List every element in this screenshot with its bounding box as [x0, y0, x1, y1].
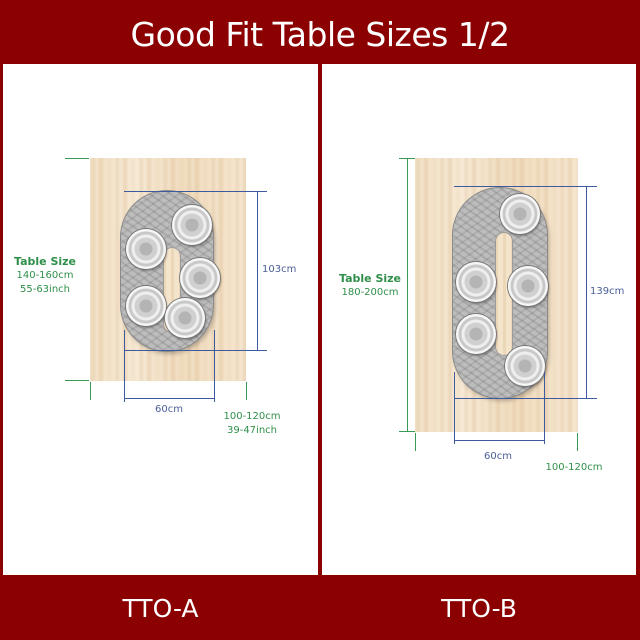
dimension-line — [454, 372, 455, 444]
model-label-tto-a: TTO-A — [122, 593, 199, 623]
table-width-block: 100-120cm 39-47inch — [217, 410, 287, 438]
table-width-inch: 39-47inch — [226, 425, 277, 436]
dimension-line — [214, 330, 215, 402]
cup-holder — [180, 258, 220, 298]
product-length-label: 103cm — [262, 264, 297, 275]
table-dimension-line — [65, 158, 89, 159]
dimension-line — [454, 440, 545, 441]
table-width-cm: 100-120cm — [223, 411, 281, 422]
table-dimension-line — [246, 382, 247, 400]
table-length-cm: 140-160cm — [16, 270, 74, 281]
dimension-line — [454, 186, 597, 187]
panel-tto-b: 139cm 60cm Table Size 180-200cm 100-120c… — [322, 64, 636, 575]
cup-holder — [126, 286, 166, 326]
table-length-cm: 180-200cm — [341, 287, 399, 298]
cup-holder — [456, 314, 496, 354]
product-width-label: 60cm — [484, 451, 512, 462]
cup-holder — [456, 262, 496, 302]
cup-holder — [172, 205, 212, 245]
table-size-heading: Table Size — [14, 255, 76, 268]
product-length-label: 139cm — [590, 286, 625, 297]
table-dimension-line — [407, 158, 408, 432]
cup-holder — [126, 229, 166, 269]
dimension-line — [257, 191, 258, 351]
dimension-line — [124, 191, 267, 192]
tray-center-slot — [495, 232, 513, 356]
cup-holder — [500, 194, 540, 234]
dimension-line — [124, 350, 267, 351]
table-dimension-line — [415, 433, 416, 451]
table-size-block: Table Size 180-200cm — [334, 272, 406, 300]
dimension-line — [544, 372, 545, 444]
table-width-block: 100-120cm — [538, 461, 610, 475]
dimension-line — [124, 330, 125, 402]
cup-holder — [505, 346, 545, 386]
page-title: Good Fit Table Sizes 1/2 — [130, 14, 510, 54]
dimension-line — [124, 398, 215, 399]
table-length-inch: 55-63inch — [19, 284, 70, 295]
cup-holder — [165, 298, 205, 338]
table-dimension-line — [90, 382, 91, 400]
cup-holder — [508, 266, 548, 306]
table-size-heading: Table Size — [339, 272, 401, 285]
dimension-line — [454, 398, 597, 399]
table-dimension-line — [65, 380, 89, 381]
table-size-block: Table Size 140-160cm 55-63inch — [9, 255, 81, 297]
model-label-tto-b: TTO-B — [441, 593, 517, 623]
panel-tto-a: 103cm 60cm Table Size 140-160cm 55-63inc… — [3, 64, 318, 575]
dimension-line — [586, 186, 587, 399]
table-dimension-line — [577, 433, 578, 451]
product-width-label: 60cm — [155, 404, 183, 415]
table-width-cm: 100-120cm — [545, 462, 603, 473]
